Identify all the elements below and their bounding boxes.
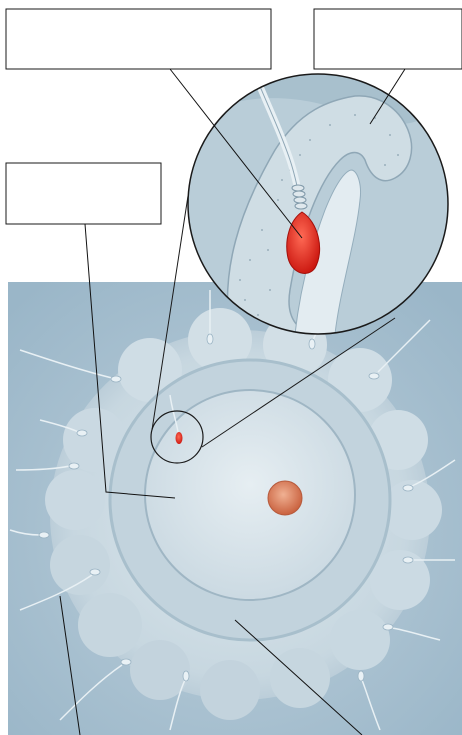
penetrating-sperm-head: [176, 432, 183, 444]
label-box-cytoplasm-detail: [314, 9, 462, 69]
magnified-detail: [188, 74, 450, 334]
label-box-egg-cytoplasm: [6, 163, 161, 224]
label-box-sperm-nucleus: [6, 9, 271, 69]
egg-nucleus: [268, 481, 302, 515]
